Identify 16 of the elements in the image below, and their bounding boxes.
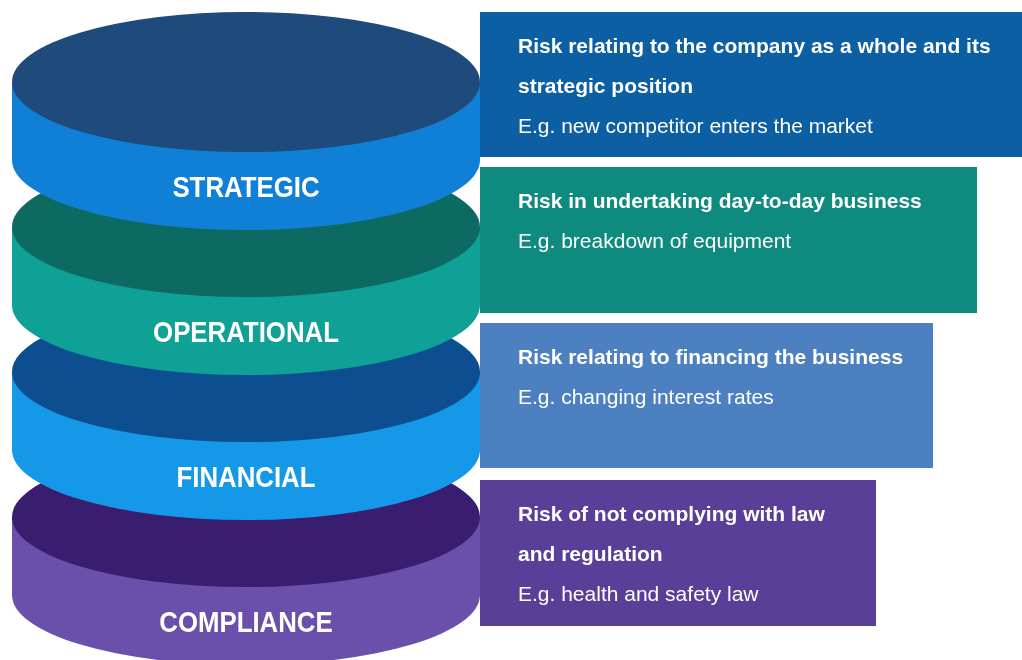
risk-example: E.g. changing interest rates — [518, 384, 775, 410]
description-panel — [480, 12, 1022, 157]
risk-description: Risk of not complying with law and regulation — [518, 501, 826, 567]
risk-description: Risk in undertaking day-to-day business — [518, 188, 923, 214]
layer-label: COMPLIANCE — [158, 605, 334, 639]
risk-description: Risk relating to the company as a whole and its strategic position — [518, 33, 992, 99]
description-panel — [480, 167, 977, 313]
description-panel — [480, 323, 933, 468]
risk-description: Risk relating to financing the business — [518, 344, 905, 370]
layer-label: OPERATIONAL — [152, 315, 340, 349]
risk-example: E.g. breakdown of equipment — [518, 228, 793, 254]
description-panel — [480, 480, 876, 626]
risk-example: E.g. health and safety law — [518, 581, 760, 607]
layer-label: FINANCIAL — [175, 460, 317, 494]
risk-example: E.g. new competitor enters the market — [518, 113, 874, 139]
layer-label: STRATEGIC — [171, 170, 321, 204]
